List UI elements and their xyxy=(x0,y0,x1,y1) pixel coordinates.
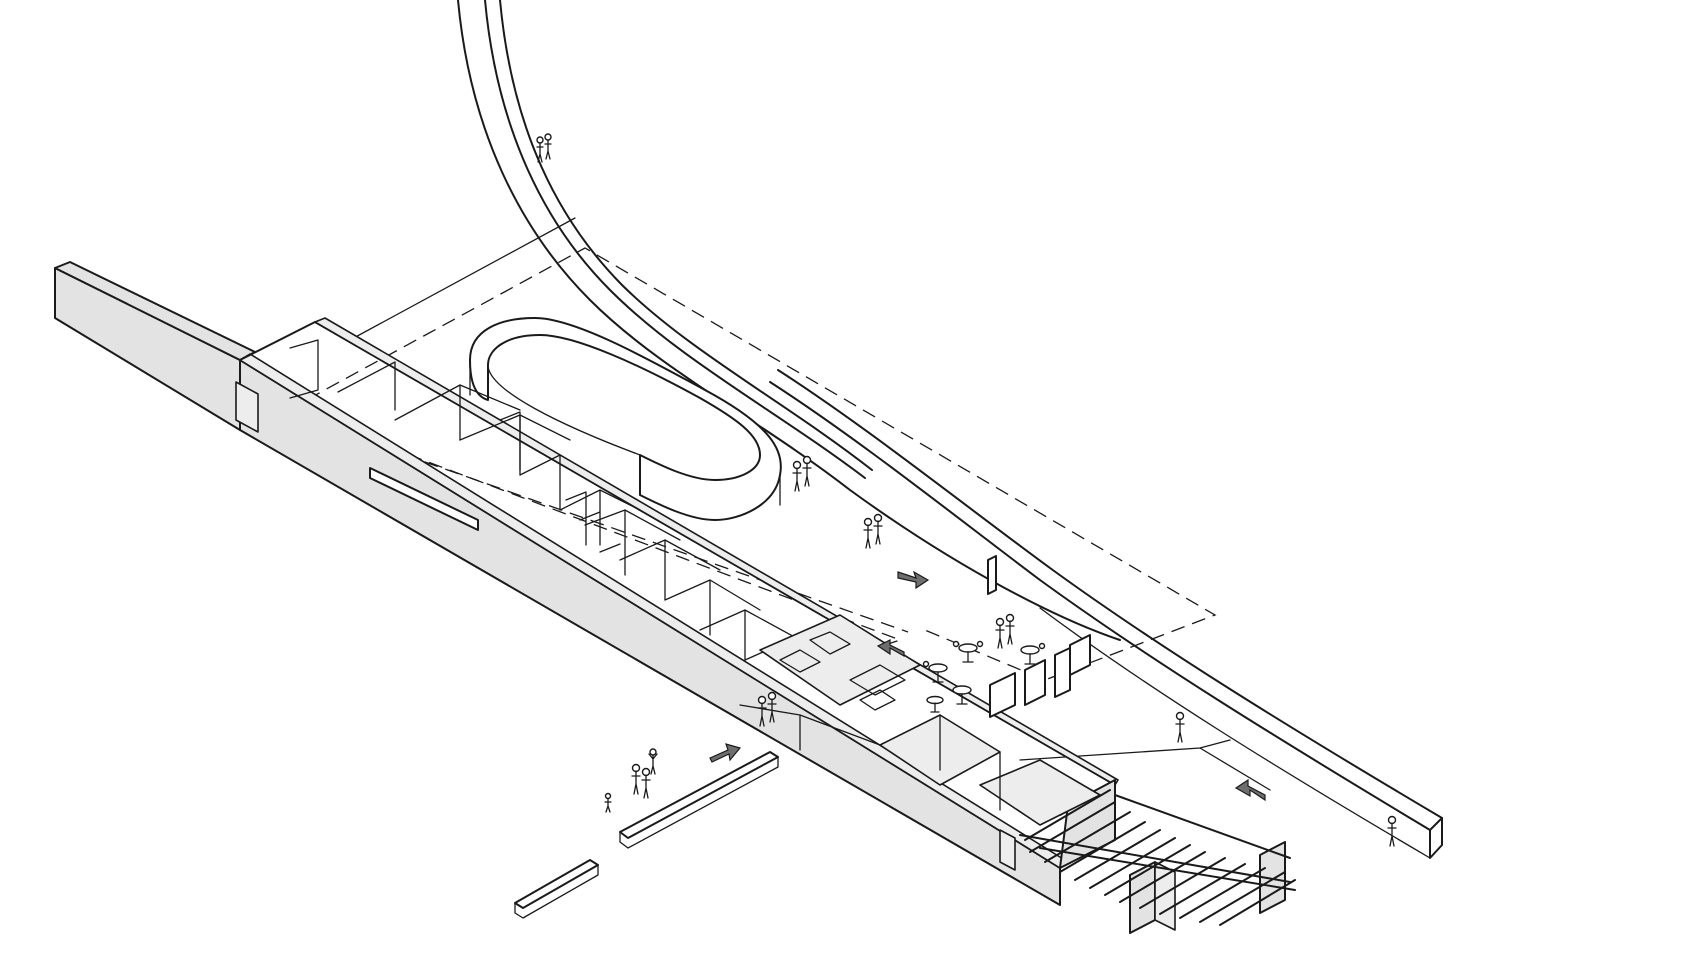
person-figure-icon xyxy=(641,767,651,799)
terrace-screens xyxy=(987,555,1091,718)
arrow-icon xyxy=(876,639,905,658)
person-figure-icon xyxy=(604,792,612,813)
person-figure-icon xyxy=(873,513,883,545)
arrow-icon xyxy=(1234,778,1266,802)
site-boundary xyxy=(284,247,1217,681)
person-figure-icon xyxy=(1387,815,1397,847)
people xyxy=(536,133,1397,847)
person-figure-icon xyxy=(1005,613,1015,645)
long-building xyxy=(54,261,1119,906)
cafe-table-icon xyxy=(952,640,984,663)
person-figure-icon xyxy=(995,617,1005,649)
person-figure-icon xyxy=(1175,711,1185,743)
person-figure-icon xyxy=(767,691,777,723)
person-figure-icon xyxy=(648,748,658,775)
cafe-table-icon xyxy=(926,695,944,713)
person-figure-icon xyxy=(792,460,802,492)
cafe-table-icon xyxy=(922,660,948,683)
person-figure-icon xyxy=(544,133,552,160)
pergola xyxy=(1019,789,1296,934)
cafe-tables xyxy=(922,640,1046,713)
cafe-table-icon xyxy=(1020,642,1046,665)
benches xyxy=(514,751,779,919)
oval-courtyard xyxy=(469,317,782,521)
arrows xyxy=(709,570,1266,802)
person-figure-icon xyxy=(536,136,544,163)
ground-line xyxy=(349,217,576,341)
arrow-icon xyxy=(897,570,930,590)
person-figure-icon xyxy=(757,695,767,727)
person-figure-icon xyxy=(631,763,641,795)
cafe-table-icon xyxy=(952,685,972,705)
person-figure-icon xyxy=(802,455,812,487)
person-figure-icon xyxy=(863,517,873,549)
arrow-icon xyxy=(709,743,742,763)
